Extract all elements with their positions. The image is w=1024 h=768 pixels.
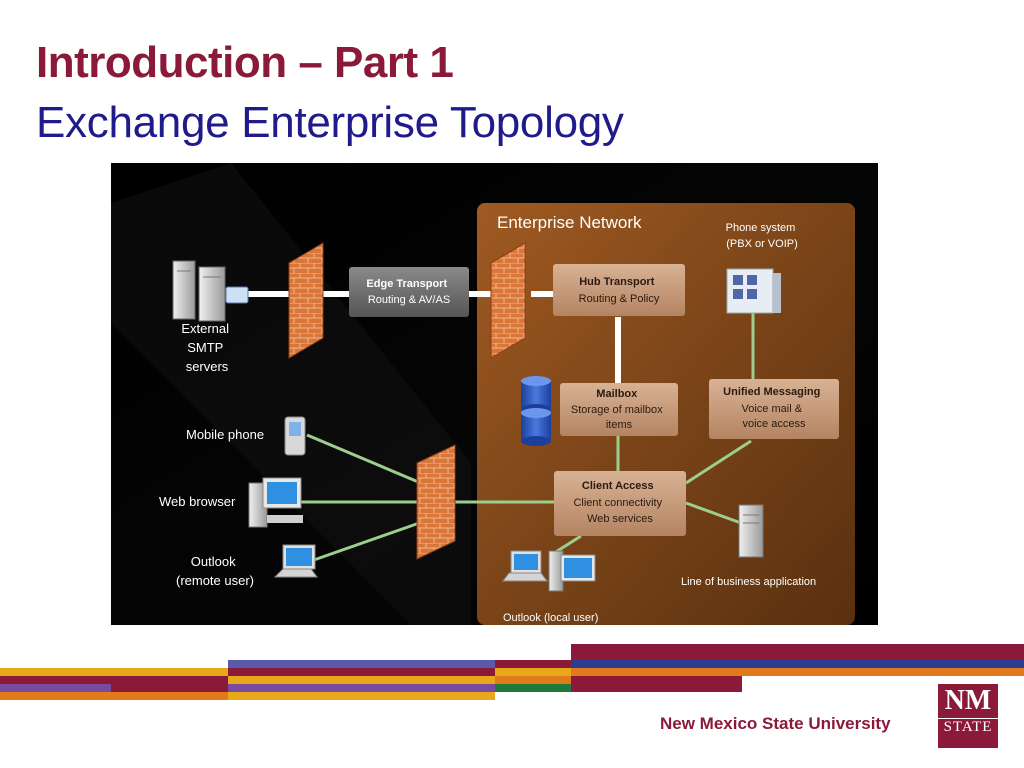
ca-to-lob-line xyxy=(685,501,742,525)
logo-nm-text: NM xyxy=(944,685,992,716)
svg-text:Edge Transport Routing &: Edge Transport Routing & AV/AS xyxy=(366,274,451,306)
local-clients-icon xyxy=(502,550,596,592)
pbx-icon xyxy=(726,268,781,314)
outlook-local-label: Outlook (local user) xyxy=(503,612,598,624)
slide-subtitle: Exchange Enterprise Topology xyxy=(36,98,624,147)
stripe xyxy=(228,660,495,668)
footer-university-name: New Mexico State University xyxy=(660,714,891,733)
phone-system-label: Phone system (PBX or VOIP) xyxy=(726,222,799,250)
stripe xyxy=(111,684,228,692)
unified-messaging-box: Unified Messaging Voice mail & voice acc… xyxy=(709,379,839,439)
nmsu-logo: NM STATE xyxy=(938,684,998,748)
enterprise-network-label: Enterprise Network xyxy=(497,213,642,232)
desktop-computer-icon xyxy=(248,477,303,528)
stripe xyxy=(0,668,228,676)
external-smtp-label: External SMTP servers xyxy=(181,321,232,374)
stripe xyxy=(495,660,571,668)
lob-label: Line of business application xyxy=(681,576,816,588)
stripe xyxy=(228,684,495,692)
database-icon xyxy=(521,376,551,446)
firewall-client-side xyxy=(416,444,456,560)
client-access-box: Client Access Client connectivity Web se… xyxy=(554,471,686,536)
stripe xyxy=(495,676,571,684)
stripe xyxy=(571,668,1024,676)
connectors xyxy=(241,291,755,563)
logo-state-text: STATE xyxy=(938,718,998,736)
stripe xyxy=(495,684,571,692)
stripe xyxy=(571,676,742,692)
stripe xyxy=(228,692,495,700)
stripe xyxy=(495,668,571,676)
stripe xyxy=(0,684,111,692)
hub-transport-box: Hub Transport Routing & Policy xyxy=(553,264,685,316)
stripe xyxy=(0,676,228,684)
svg-text:Client Access Client con: Client Access Client connectivity Web se… xyxy=(573,476,666,525)
mobile-to-firewall-line xyxy=(306,433,424,486)
edge-transport-box: Edge Transport Routing & AV/AS xyxy=(349,267,469,317)
stripe xyxy=(571,644,1024,660)
stripe xyxy=(0,692,111,700)
slide-title: Introduction – Part 1 xyxy=(36,38,454,87)
topology-diagram: Enterprise Network External SMTP xyxy=(111,163,878,625)
mobile-phone-label: Mobile phone xyxy=(186,427,264,442)
stripe xyxy=(228,676,495,684)
outlook-remote-label: Outlook (remote user) xyxy=(176,554,254,588)
svg-text:Mailbox Storage of mailb: Mailbox Storage of mailbox items xyxy=(571,384,667,431)
stripe xyxy=(571,660,1024,668)
laptop-icon xyxy=(273,544,318,578)
stripe xyxy=(111,692,228,700)
ca-to-um-line xyxy=(685,439,752,485)
firewall-left-top xyxy=(288,242,324,359)
outlook-remote-to-firewall-line xyxy=(310,519,426,563)
svg-text:Unified Messaging Voice: Unified Messaging Voice mail & voice acc… xyxy=(723,382,825,430)
web-browser-label: Web browser xyxy=(159,494,236,509)
firewall-enterprise-edge xyxy=(490,242,526,359)
mailbox-box: Mailbox Storage of mailbox items xyxy=(560,383,678,436)
server-icon xyxy=(172,260,249,322)
stripe xyxy=(228,668,495,676)
svg-text:Hub Transport Routing &: Hub Transport Routing & Policy xyxy=(579,272,660,305)
mobile-phone-icon xyxy=(284,416,306,456)
lob-server-icon xyxy=(738,504,764,558)
